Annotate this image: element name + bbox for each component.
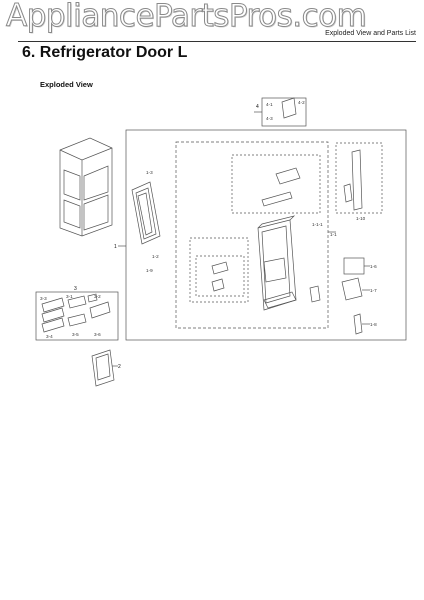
callout-3-4: 3-4 <box>46 334 53 339</box>
cap-part <box>343 257 365 275</box>
callout-3: 3 <box>74 286 77 292</box>
callout-1-6: 1-6 <box>370 264 377 269</box>
callout-4-1: 4-1 <box>266 102 273 107</box>
callout-4-3: 4-3 <box>266 116 273 121</box>
door-inner-box <box>175 141 329 329</box>
top-subassembly-box <box>231 154 321 214</box>
door-gasket <box>131 181 161 245</box>
shelf-group-box <box>35 291 119 341</box>
inner-subassembly-box <box>195 255 245 297</box>
door-handle-inner <box>95 353 111 381</box>
callout-3-2: 3-2 <box>94 294 101 299</box>
callout-3-6: 3-6 <box>94 332 101 337</box>
callout-4-2: 4-2 <box>298 100 305 105</box>
callout-3-3: 3-3 <box>40 296 47 301</box>
callout-1: 1 <box>114 244 117 250</box>
door-shelves <box>41 293 111 333</box>
callout-4: 4 <box>256 104 259 110</box>
callout-1-1: 1-1 <box>330 232 337 237</box>
pin-part <box>353 313 363 335</box>
top-rail-part <box>261 191 293 207</box>
right-rail-part <box>351 149 363 211</box>
right-small-part <box>343 183 353 203</box>
callout-1-3: 1-3 <box>146 170 153 175</box>
door-handle-part <box>91 349 115 387</box>
left-subassembly-box <box>189 237 249 303</box>
callout-3-1: 3-1 <box>66 294 73 299</box>
callout-2: 2 <box>118 364 121 370</box>
callout-1-10: 1-10 <box>356 216 366 221</box>
bottom-hinge-part <box>263 291 297 309</box>
door-panel <box>257 215 297 311</box>
header-rule <box>18 41 416 42</box>
top-bracket-part <box>275 167 301 185</box>
section-subtitle: Exploded View <box>40 80 93 89</box>
callout-1-7: 1-7 <box>370 288 377 293</box>
inner-part-b <box>211 278 225 292</box>
callout-1-1-1: 1-1-1 <box>312 222 323 227</box>
right-top-box <box>335 142 383 214</box>
watermark-logo: AppliancePartsPros.com <box>5 0 367 35</box>
callout-1-2: 1-2 <box>152 254 159 259</box>
bracket-part <box>341 277 363 301</box>
part-4-bracket <box>281 97 297 119</box>
refrigerator-illustration <box>59 137 113 237</box>
page-title: 6. Refrigerator Door L <box>22 44 188 61</box>
inner-part-a <box>211 261 229 275</box>
callout-1-8: 1-8 <box>370 322 377 327</box>
section-header: Exploded View and Parts List <box>325 30 416 37</box>
callout-1-9: 1-9 <box>146 268 153 273</box>
callout-3-5: 3-5 <box>72 332 79 337</box>
main-assembly-box <box>125 129 407 341</box>
hinge-pin-part <box>309 285 321 303</box>
